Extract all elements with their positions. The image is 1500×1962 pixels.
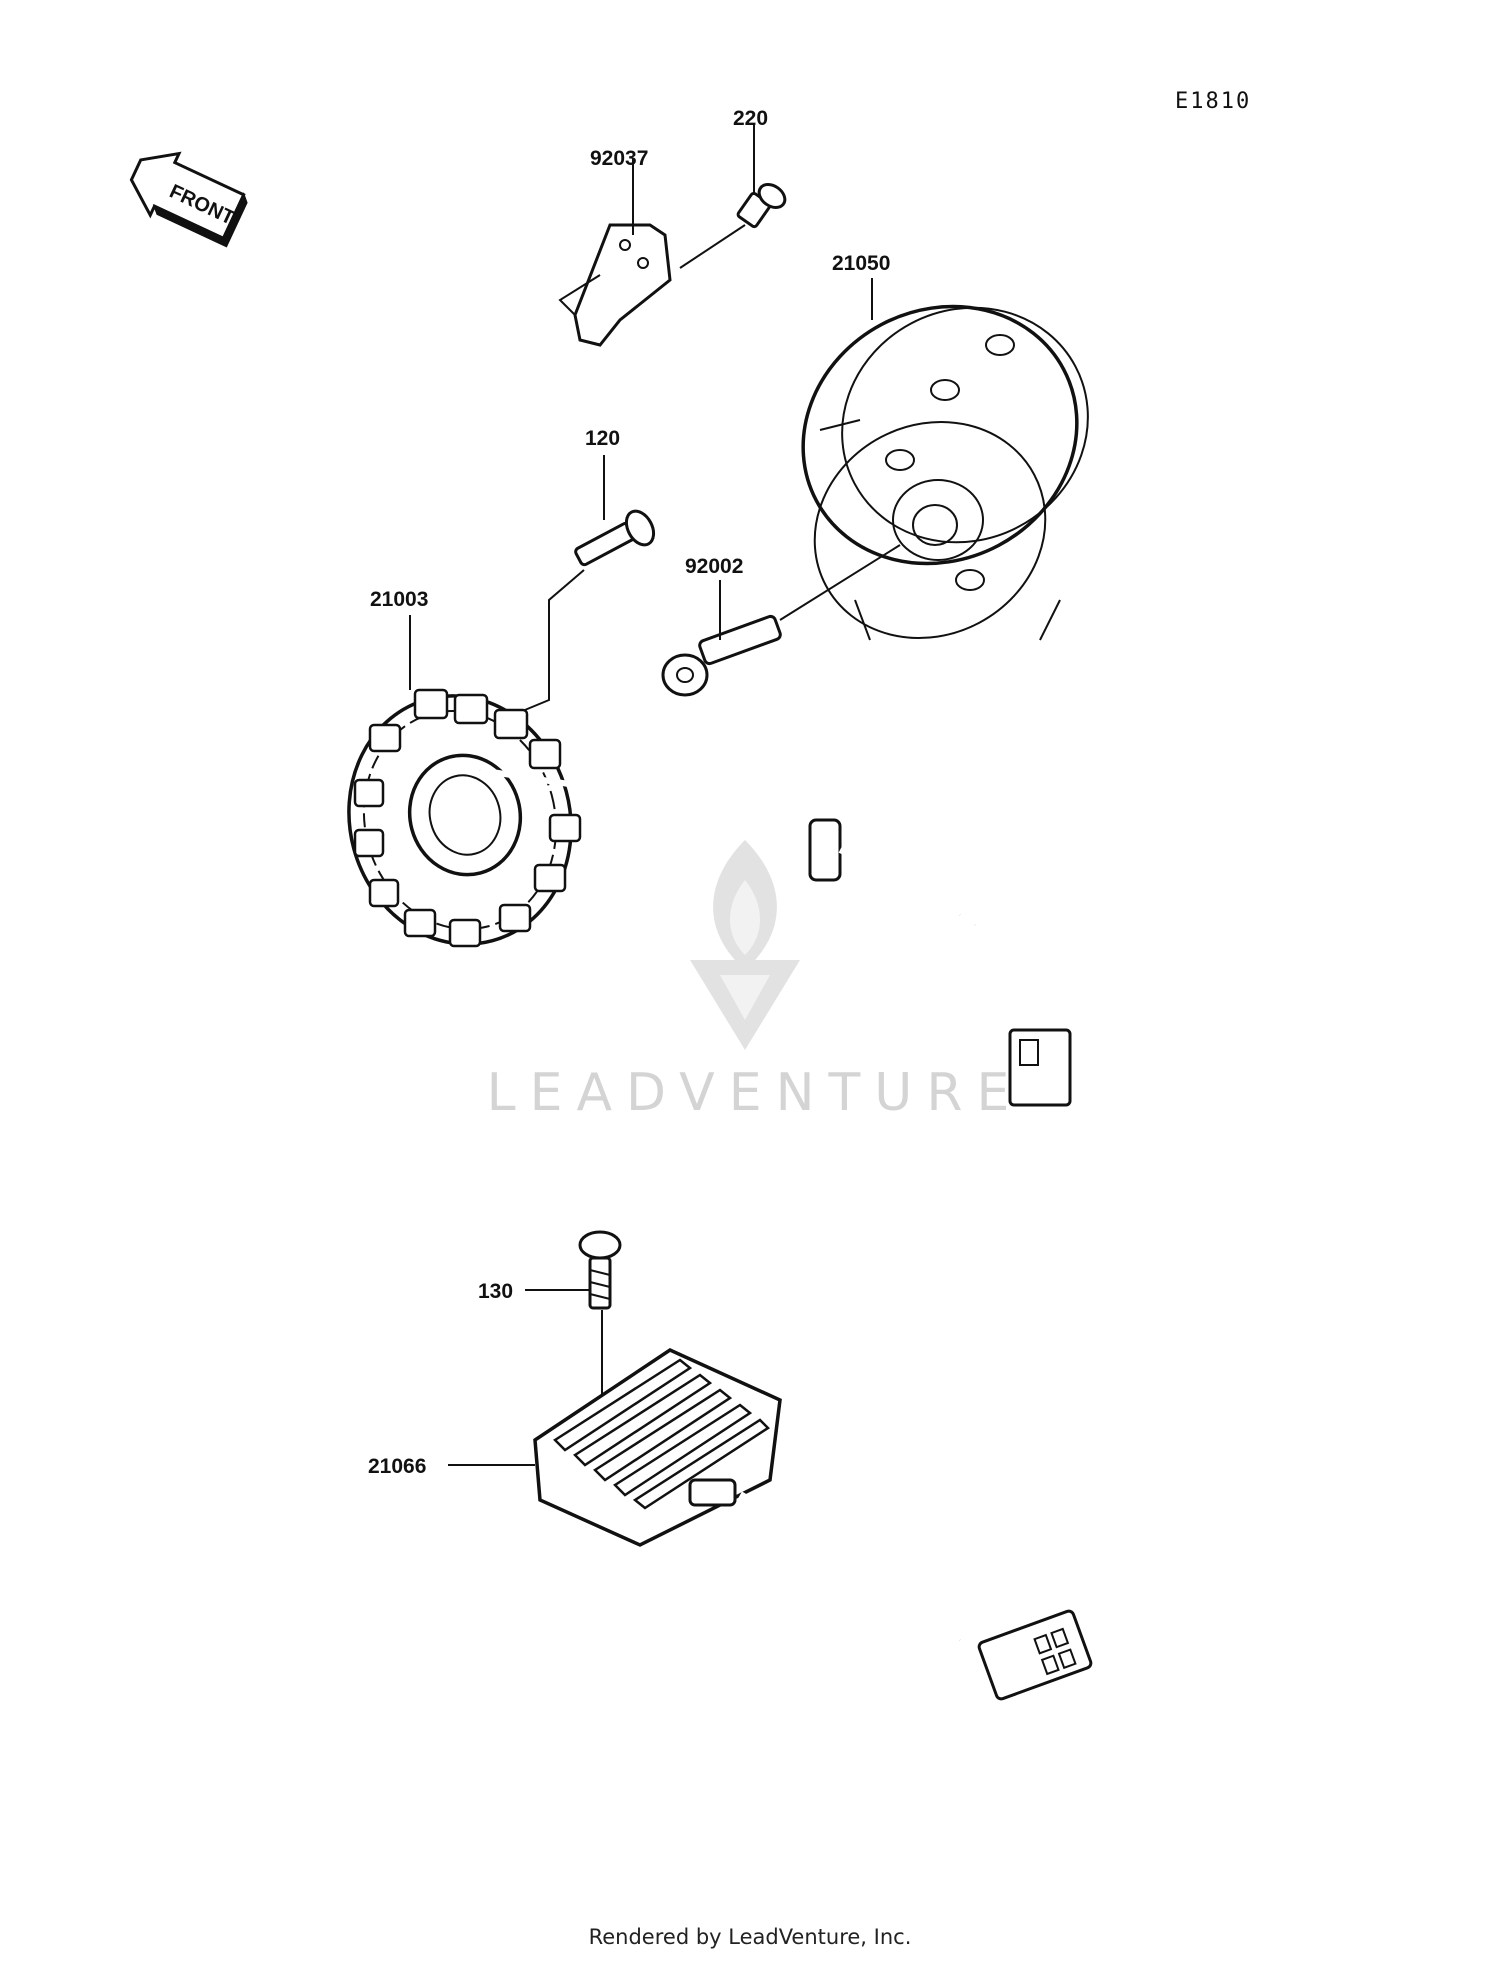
stator-21003 xyxy=(347,688,1072,1107)
part-label-21066: 21066 xyxy=(368,1455,426,1478)
bolt-120 xyxy=(574,509,656,567)
regulator-21066 xyxy=(533,1348,1093,1701)
watermark: LEADVENTURE xyxy=(487,840,1024,1123)
footer-credit: Rendered by LeadVenture, Inc. xyxy=(588,1925,912,1949)
leadventure-logo-icon xyxy=(690,840,800,1050)
part-label-92037: 92037 xyxy=(590,147,648,170)
part-label-130: 130 xyxy=(478,1280,513,1303)
bracket-92037 xyxy=(558,223,672,347)
rotor-21050 xyxy=(801,304,1089,641)
watermark-text: LEADVENTURE xyxy=(487,1063,1024,1123)
part-label-220: 220 xyxy=(733,107,768,130)
front-arrow-icon: FRONT xyxy=(129,151,248,248)
bolt-130 xyxy=(578,1230,622,1310)
part-label-92002: 92002 xyxy=(685,555,743,578)
bolt-92002 xyxy=(661,614,782,697)
reference-code: E1810 xyxy=(1175,89,1251,114)
part-label-21050: 21050 xyxy=(832,252,890,275)
part-label-21003: 21003 xyxy=(370,588,428,611)
screw-220 xyxy=(736,183,787,229)
part-label-120: 120 xyxy=(585,427,620,450)
